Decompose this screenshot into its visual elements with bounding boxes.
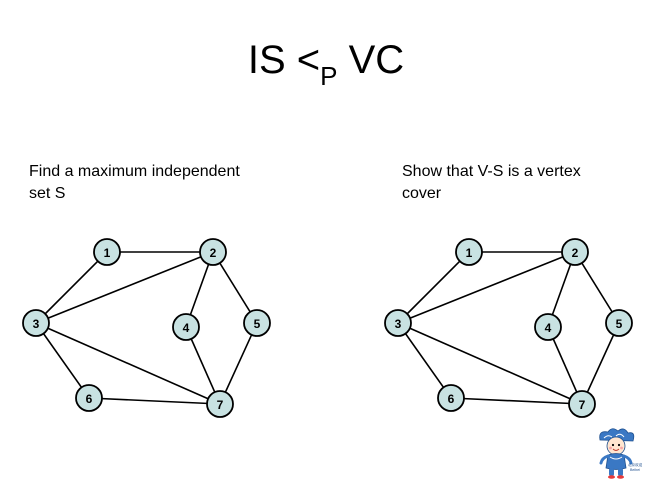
right-node-7: 7: [568, 390, 596, 418]
right-node-circle-5: [605, 309, 633, 337]
right-node-label-4: 4: [545, 321, 552, 335]
right-node-2: 2: [561, 238, 589, 266]
left-edge-3-6: [35, 322, 90, 399]
left-edge-2-3: [35, 251, 214, 324]
right-caption-line1: Show that V-S is a vertex: [402, 163, 581, 180]
right-edge-3-7: [397, 322, 583, 405]
right-edge-1-3: [397, 251, 470, 324]
right-node-label-5: 5: [616, 317, 623, 331]
left-edge-6-7: [88, 397, 221, 405]
left-node-2: 2: [199, 238, 227, 266]
left-node-circle-4: [172, 313, 200, 341]
left-node-4: 4: [172, 313, 200, 341]
right-edge-4-7: [547, 326, 583, 405]
left-node-1: 1: [93, 238, 121, 266]
left-edge-1-3: [35, 251, 108, 324]
olympic-mascot-icon: 北京欢迎 Beibei: [599, 428, 643, 479]
right-edge-2-3: [397, 251, 576, 324]
left-edge-4-7: [185, 326, 221, 405]
left-node-label-2: 2: [210, 246, 217, 260]
left-node-7: 7: [206, 390, 234, 418]
right-node-label-6: 6: [448, 392, 455, 406]
mascot-label-line1: 北京欢迎: [628, 462, 643, 467]
left-node-circle-1: [93, 238, 121, 266]
left-node-circle-6: [75, 384, 103, 412]
left-node-label-1: 1: [104, 246, 111, 260]
left-node-label-4: 4: [183, 321, 190, 335]
right-node-label-7: 7: [579, 398, 586, 412]
right-node-label-1: 1: [466, 246, 473, 260]
right-edge-3-6: [397, 322, 452, 399]
right-node-3: 3: [384, 309, 412, 337]
right-node-5: 5: [605, 309, 633, 337]
left-node-circle-7: [206, 390, 234, 418]
left-node-6: 6: [75, 384, 103, 412]
left-edge-2-5: [212, 251, 258, 324]
title-subscript: P: [320, 61, 338, 91]
right-edge-5-7: [581, 322, 620, 405]
left-node-circle-5: [243, 309, 271, 337]
title-tail: VC: [337, 38, 405, 82]
right-caption-line2: cover: [402, 185, 442, 202]
left-graph: 1 2 3 4 5 6 7: [22, 238, 271, 418]
slide-title: IS <P VC: [0, 36, 652, 91]
left-node-label-6: 6: [86, 392, 93, 406]
right-node-circle-2: [561, 238, 589, 266]
right-node-circle-3: [384, 309, 412, 337]
left-node-label-5: 5: [254, 317, 261, 331]
right-node-circle-1: [455, 238, 483, 266]
right-node-circle-4: [534, 313, 562, 341]
left-caption: Find a maximum independent set S: [29, 161, 240, 205]
mascot-label-line2: Beibei: [630, 468, 640, 472]
left-edge-3-7: [35, 322, 221, 405]
right-node-label-2: 2: [572, 246, 579, 260]
title-main: IS <: [247, 38, 321, 82]
right-node-label-3: 3: [395, 317, 402, 331]
left-node-label-3: 3: [33, 317, 40, 331]
right-caption: Show that V-S is a vertex cover: [402, 161, 581, 205]
left-node-circle-2: [199, 238, 227, 266]
left-node-circle-3: [22, 309, 50, 337]
left-node-3: 3: [22, 309, 50, 337]
left-caption-line1: Find a maximum independent: [29, 163, 240, 180]
right-node-circle-6: [437, 384, 465, 412]
left-edge-5-7: [219, 322, 258, 405]
right-graph: 1 2 3 4 5 6 7: [384, 238, 633, 418]
right-node-4: 4: [534, 313, 562, 341]
left-node-label-7: 7: [217, 398, 224, 412]
left-caption-line2: set S: [29, 185, 66, 202]
right-edge-2-5: [574, 251, 620, 324]
right-node-6: 6: [437, 384, 465, 412]
right-edge-6-7: [450, 397, 583, 405]
left-node-5: 5: [243, 309, 271, 337]
right-node-circle-7: [568, 390, 596, 418]
right-node-1: 1: [455, 238, 483, 266]
